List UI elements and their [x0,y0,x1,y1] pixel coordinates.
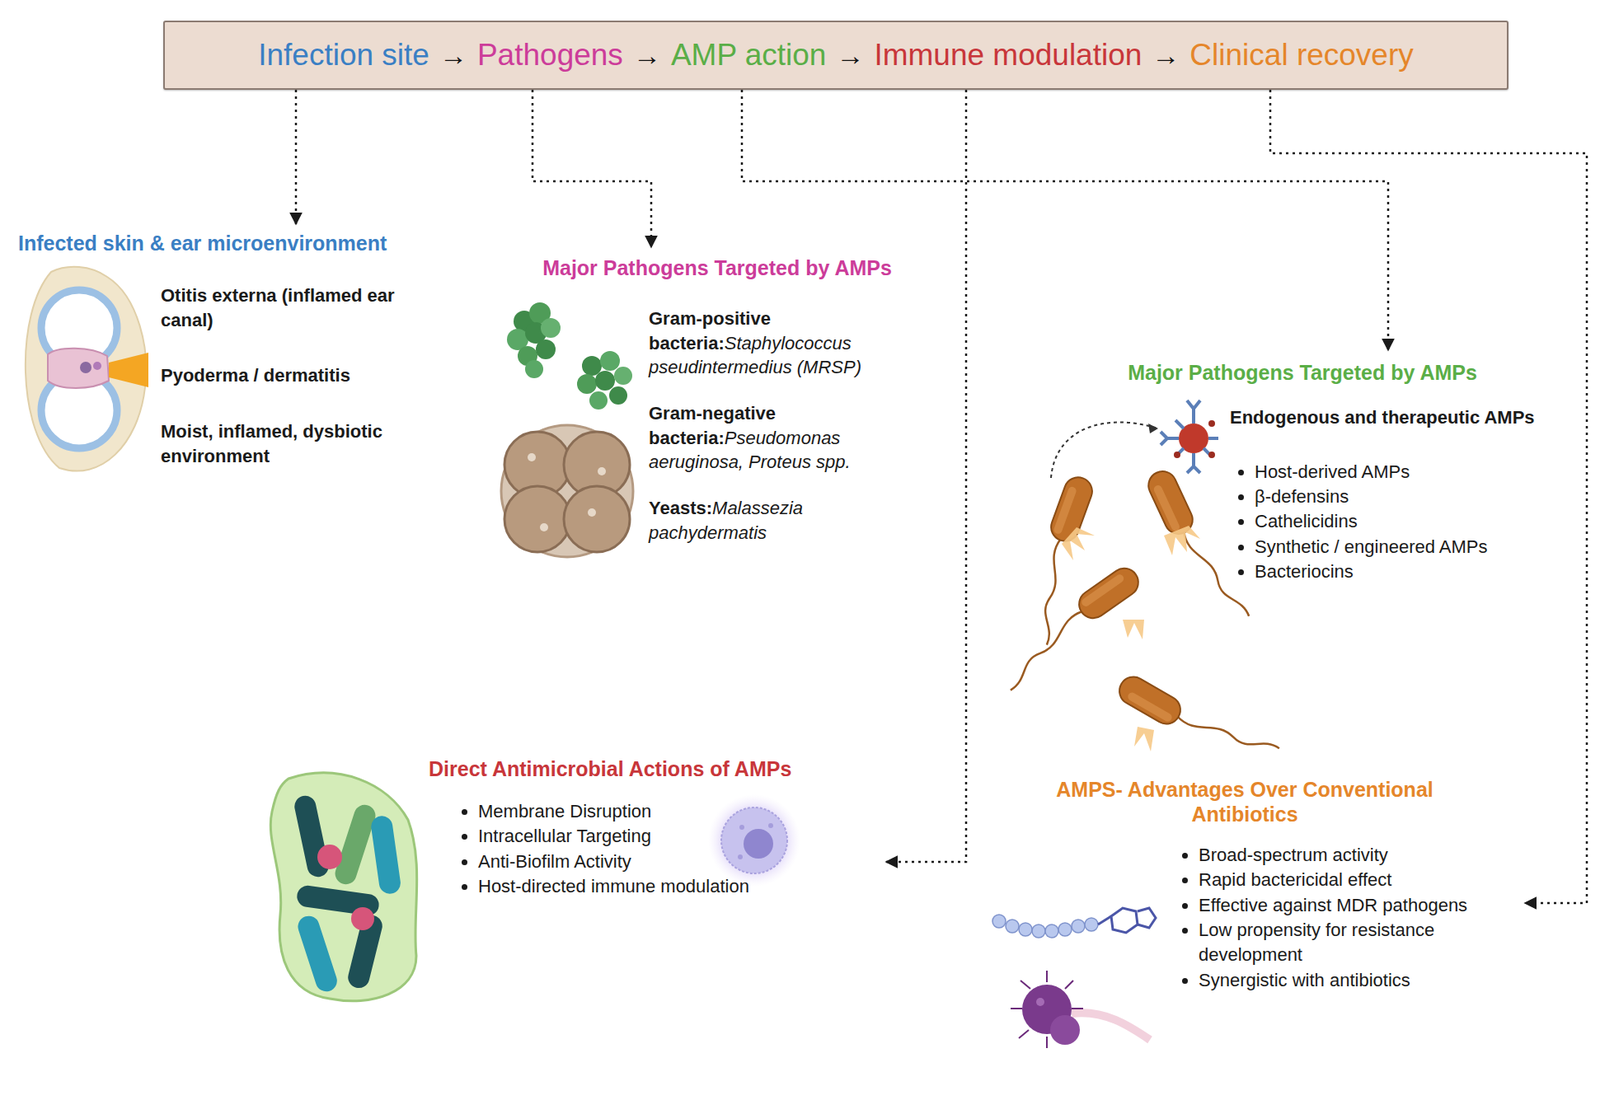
pathogen-group: Gram-negative bacteria:Pseudomonas aerug… [648,401,897,475]
purple-bacterium [1010,971,1150,1049]
flow-step: Infection site [258,37,430,73]
dotted-arrow [741,89,1389,351]
dotted-arrow [886,89,967,863]
panel-heading: Major Pathogens Targeted by AMPs [511,255,924,281]
pathogen-class: Yeasts: [648,497,713,519]
immune-cell [708,794,801,887]
flow-arrow: → [439,39,468,72]
panel-heading: Major Pathogens Targeted by AMPs [1088,360,1517,385]
condition-item: Otitis externa (inflamed ear canal) [160,283,446,333]
biofilm-illustration [270,773,417,1002]
flow-arrow: → [835,39,864,72]
amp-types-panel: Major Pathogens Targeted by AMPsEndogeno… [1088,350,1550,585]
flow-step: AMP action [670,37,827,73]
flow-arrow: → [633,39,662,72]
bullet-item: Synergistic with antibiotics [1198,968,1529,994]
bullet-item: Host-directed immune modulation [478,874,887,900]
flow-arrow: → [1151,39,1180,72]
bullet-item: Synthetic / engineered AMPs [1254,534,1550,560]
bullet-list: Broad-spectrum activityRapid bactericida… [1178,843,1529,994]
pathogen-group: Gram-positive bacteria:Staphylococcus ps… [648,306,897,381]
bullet-item: Broad-spectrum activity [1198,843,1529,869]
bullet-item: β-defensins [1254,484,1550,510]
bullet-item: Cathelicidins [1254,509,1550,535]
antibody-icon [1051,400,1219,479]
condition-item: Moist, inflamed, dysbiotic environment [160,419,446,469]
bullet-item: Host-derived AMPs [1254,459,1550,485]
coccus-cluster [506,302,633,410]
flow-step: Pathogens [477,37,624,73]
bacteria-rods [989,463,1280,781]
bullet-list: Host-derived AMPsβ-defensinsCathelicidin… [1234,459,1550,586]
yeast-tetrad [501,425,634,558]
subheading: Endogenous and therapeutic AMPs [1229,406,1550,431]
actions-panel: Direct Antimicrobial Actions of AMPsMemb… [428,750,887,900]
microenvironment-panel: Infected skin & ear microenvironmentOtit… [18,224,464,500]
dotted-arrow [532,89,652,248]
ear-illustration [25,267,149,472]
advantages-panel: AMPS- Advantages Over Conventional Antib… [1030,770,1525,994]
bullet-item: Effective against MDR pathogens [1198,893,1529,919]
bullet-item: Membrane Disruption [478,799,887,825]
flow-step: Clinical recovery [1189,37,1413,73]
pathogen-group: Yeasts:Malassezia pachydermatis [648,496,897,545]
bullet-item: Rapid bactericidal effect [1198,868,1529,893]
bullet-item: Intracellular Targeting [478,824,887,850]
peptide-molecule [992,908,1156,939]
bullet-item: Low propensity for resistance developmen… [1198,918,1529,969]
pathogen-panel: Major Pathogens Targeted by AMPsGram-pos… [511,247,924,568]
bullet-item: Bacteriocins [1254,559,1550,585]
bullet-item: Anti-Biofilm Activity [478,849,887,875]
flow-step: Immune modulation [873,37,1142,73]
flow-banner: Infection site→Pathogens→AMP action→Immu… [163,20,1509,90]
dotted-arrow [295,89,298,225]
panel-heading: Direct Antimicrobial Actions of AMPs [428,756,887,782]
bullet-list: Membrane DisruptionIntracellular Targeti… [458,799,887,900]
panel-heading: Infected skin & ear microenvironment [18,230,464,256]
panel-heading: AMPS- Advantages Over Conventional Antib… [1030,777,1460,827]
condition-item: Pyoderma / dermatitis [160,363,446,389]
